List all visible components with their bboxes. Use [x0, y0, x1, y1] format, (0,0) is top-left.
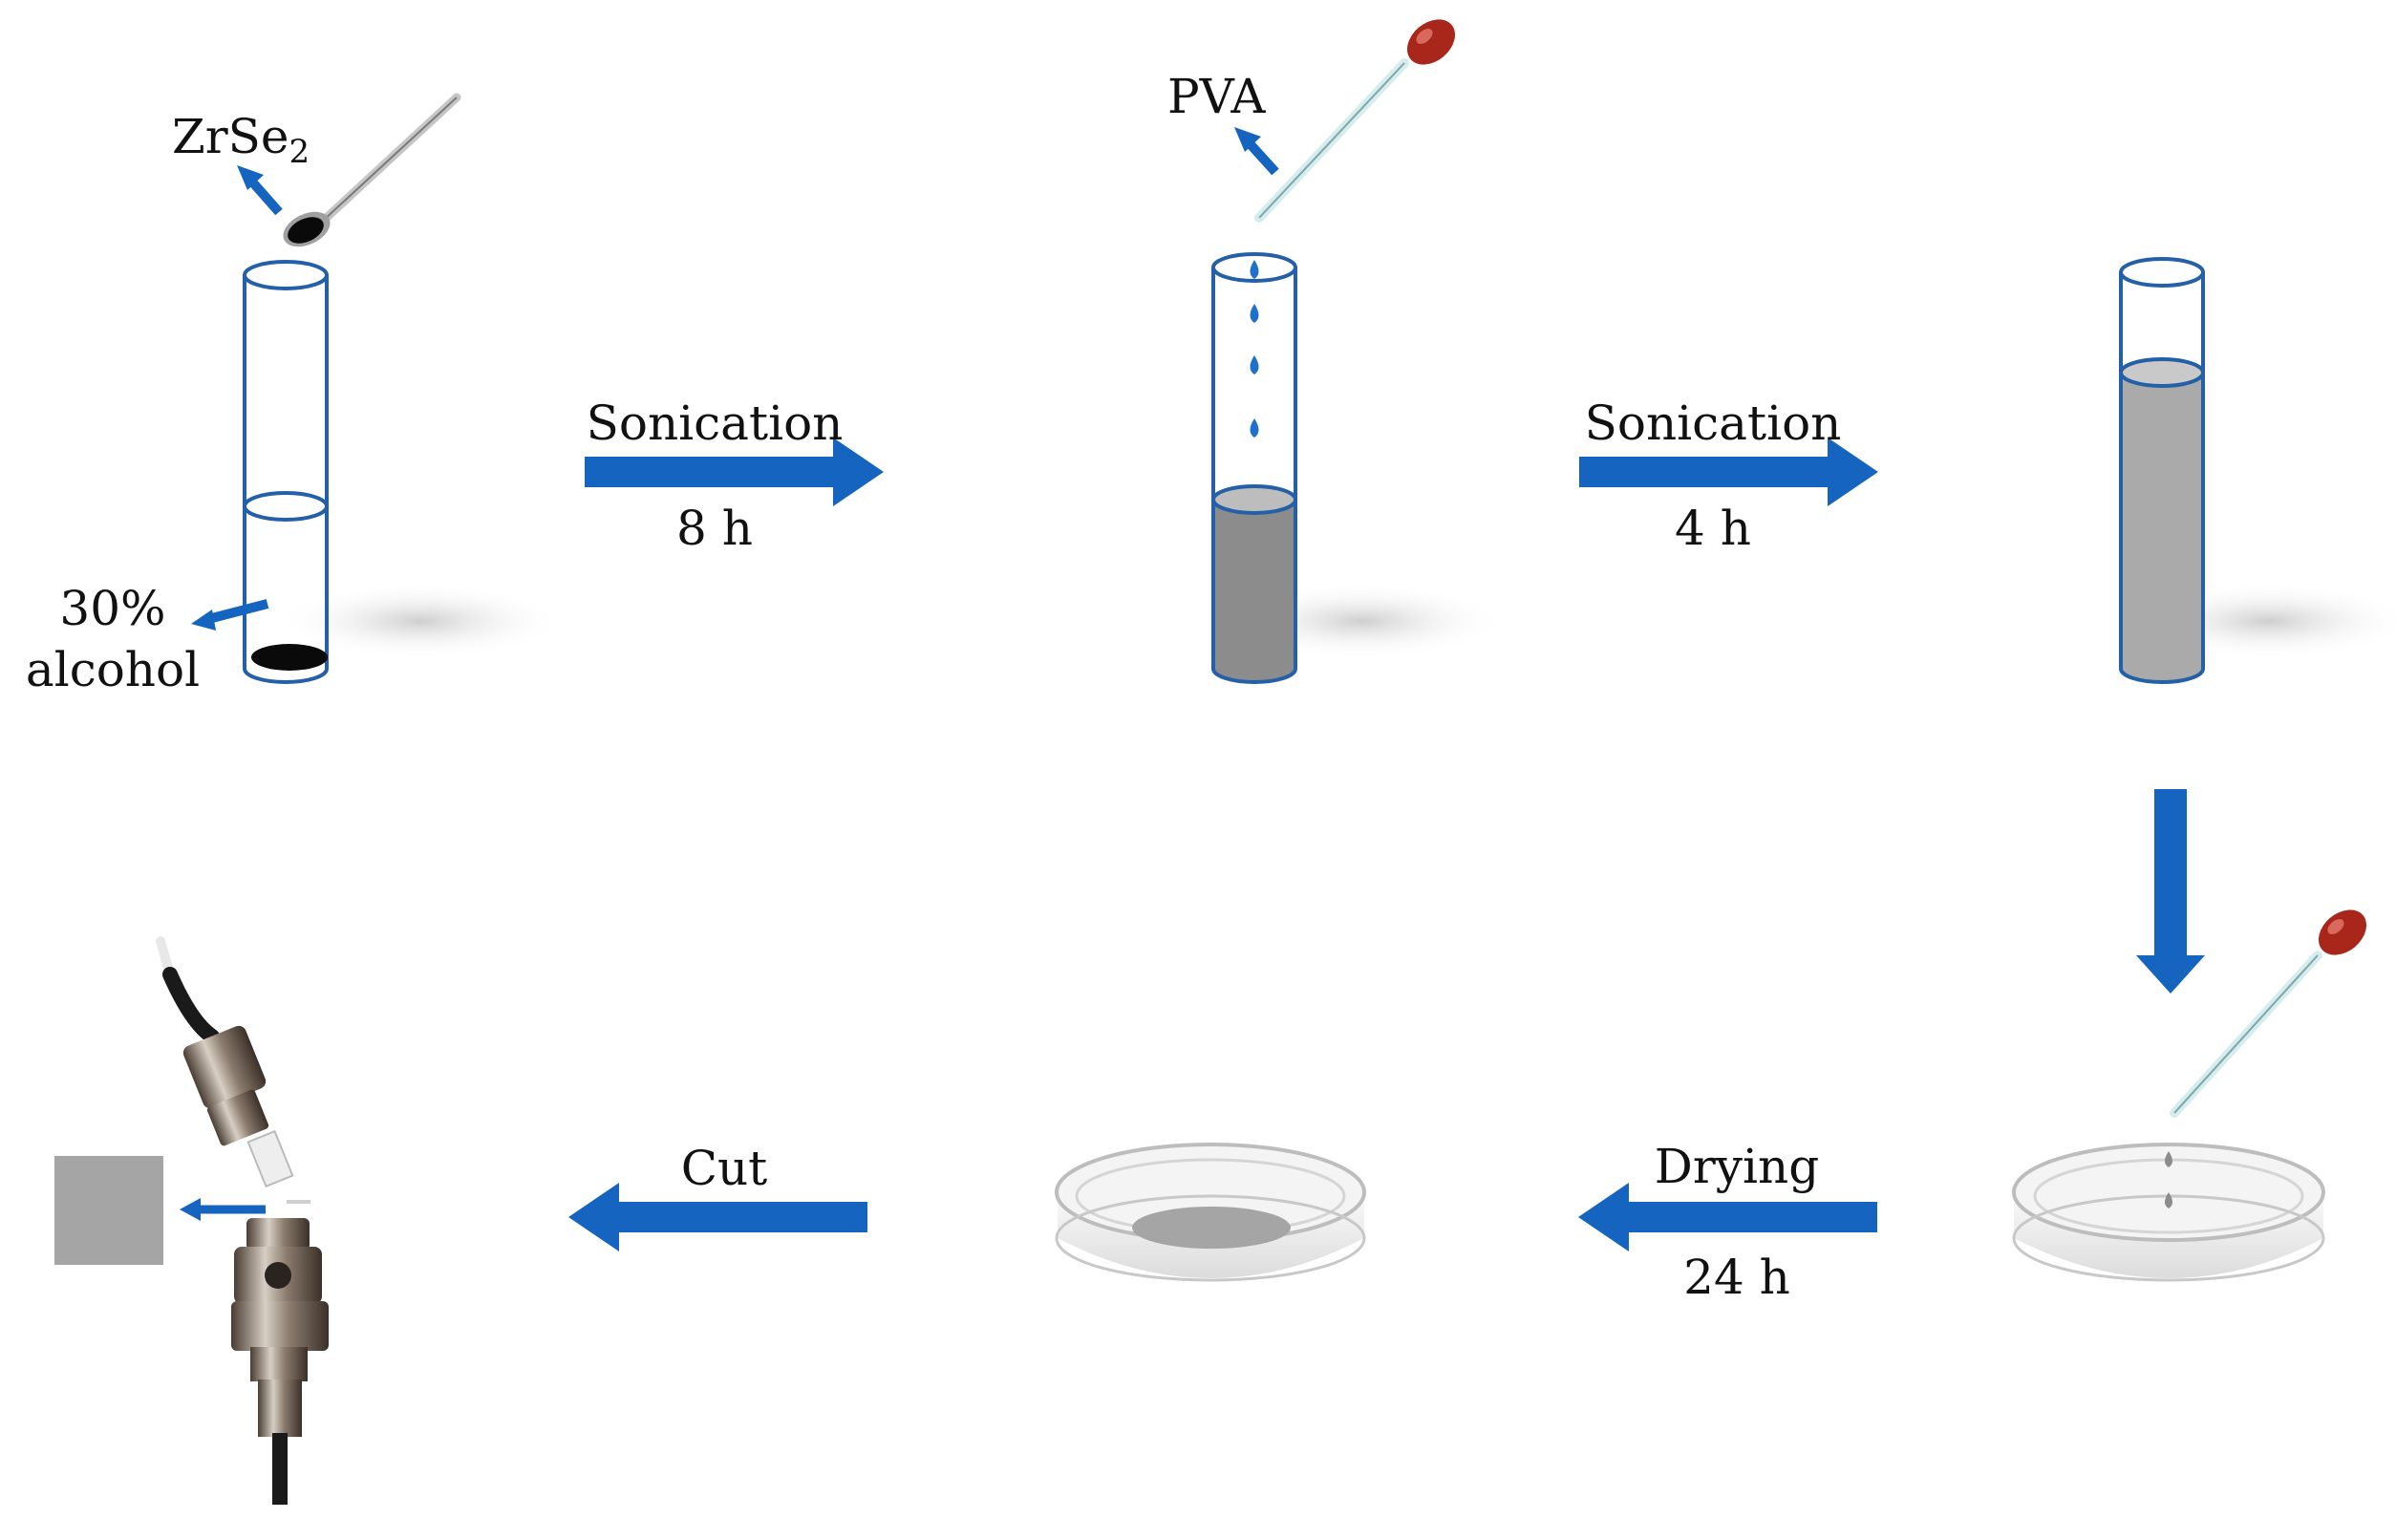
- drying-24h-arrow: [1578, 1183, 1877, 1251]
- dried-film: [1132, 1207, 1291, 1249]
- sonication-4h-arrow: [1579, 438, 1878, 506]
- zrse2-pointer-arrow: [237, 165, 283, 216]
- tube-bottom: [243, 668, 329, 684]
- tube-rim: [2119, 257, 2205, 288]
- test-tube-2: [1211, 252, 1505, 684]
- sonication-8h-arrow: [585, 438, 884, 506]
- tube-shadow: [277, 583, 564, 659]
- down-arrow: [2136, 789, 2205, 994]
- zrse2-label-base: ZrSe: [172, 109, 289, 164]
- alcohol-percent-label: 30%: [59, 581, 166, 636]
- sonication-1-duration: 8 h: [676, 501, 753, 556]
- test-tube-3: [2119, 257, 2396, 684]
- liquid-column: [1213, 500, 1295, 669]
- flow-arrow-icon: [585, 438, 884, 506]
- tube-rim: [1211, 252, 1297, 283]
- petri-dish-with-drops: [2012, 1143, 2325, 1282]
- zrse2-pva-film-piece: [54, 1156, 163, 1265]
- dropper-icon: [1254, 19, 1456, 223]
- sonication-2-duration: 4 h: [1675, 501, 1751, 556]
- alcohol-label: alcohol: [25, 642, 201, 697]
- cut-label: Cut: [680, 1141, 768, 1196]
- spoon-icon: [283, 93, 461, 247]
- drying-duration: 24 h: [1683, 1250, 1790, 1305]
- liquid-surface: [2119, 357, 2205, 388]
- sample-drop: [2165, 1192, 2172, 1208]
- pva-label: PVA: [1167, 69, 1266, 124]
- pva-pointer-arrow: [1234, 127, 1279, 176]
- liquid-column: [2121, 373, 2203, 669]
- petri-dish-with-film: [1055, 1143, 1366, 1282]
- test-tube-1: [243, 260, 564, 684]
- tube-rim: [243, 260, 329, 290]
- fiber-connector-icon: [156, 936, 329, 1505]
- drying-label: Drying: [1654, 1139, 1820, 1194]
- alcohol-pointer-arrow: [191, 599, 269, 631]
- cut-arrow: [568, 1183, 867, 1251]
- pva-drops: [1250, 260, 1259, 438]
- sample-drop: [2165, 1151, 2172, 1167]
- zrse2-powder: [251, 644, 328, 671]
- dropper-icon: [2170, 909, 2367, 1118]
- alcohol-level-surface: [243, 491, 329, 522]
- film-pointer-arrow: [180, 1198, 266, 1221]
- zrse2-label: ZrSe2: [172, 113, 310, 168]
- sonication-2-label: Sonication: [1584, 396, 1842, 451]
- sonication-1-label: Sonication: [586, 396, 844, 451]
- zrse2-label-subscript: 2: [289, 133, 310, 171]
- liquid-surface: [1211, 484, 1297, 515]
